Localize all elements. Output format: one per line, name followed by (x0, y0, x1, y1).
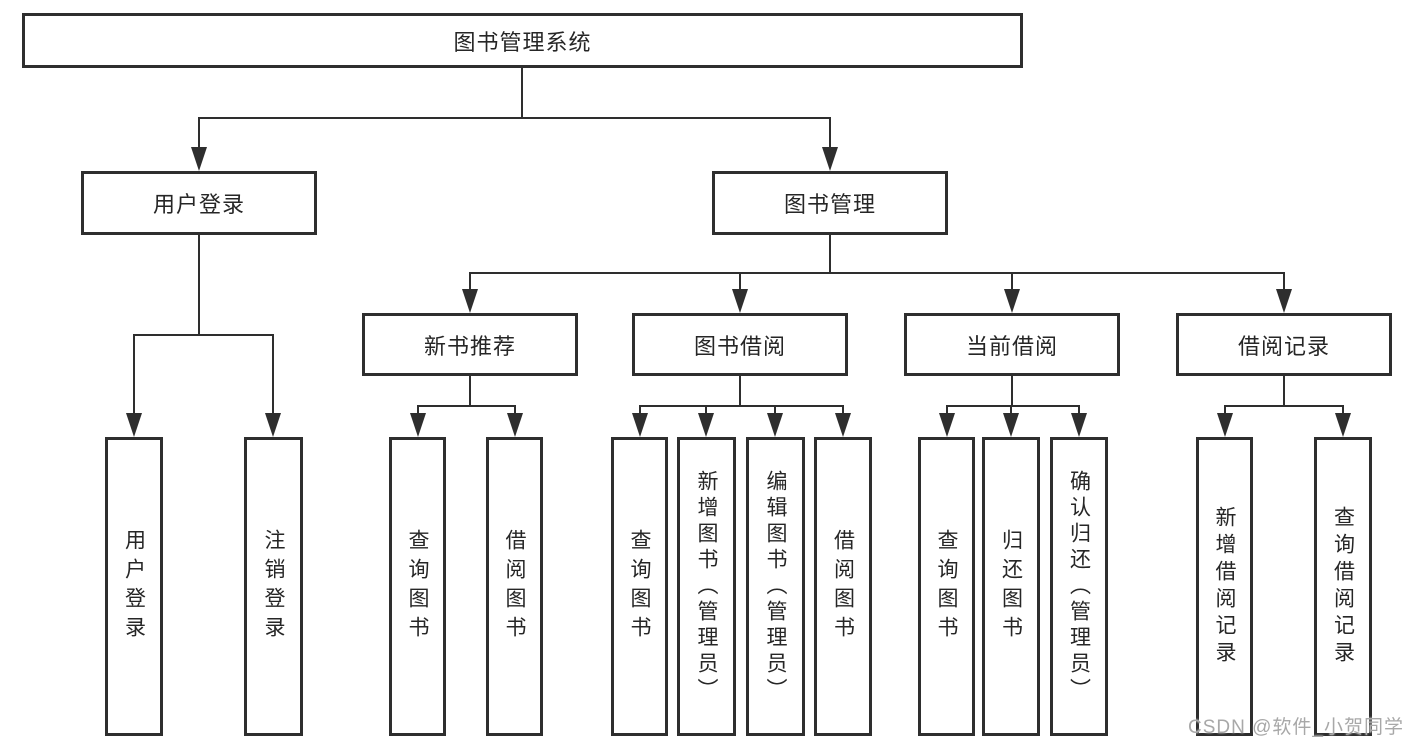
connector-line (774, 405, 776, 416)
arrow-down-icon (767, 413, 783, 437)
connector-line (1078, 405, 1080, 416)
node-root: 图书管理系统 (22, 13, 1023, 68)
connector-line (469, 376, 471, 407)
connector-line (842, 405, 844, 416)
node-book-borrow: 图书借阅 (632, 313, 848, 376)
connector-line (1010, 405, 1012, 416)
connector-line (739, 376, 741, 407)
connector-line (417, 405, 419, 416)
arrow-down-icon (1276, 289, 1292, 313)
leaf-return-book: 归还图书 (982, 437, 1040, 736)
connector-line (417, 405, 515, 407)
connector-line (946, 405, 1079, 407)
leaf-user-login: 用户登录 (105, 437, 163, 736)
watermark: CSDN @软件_小贺同学 (1188, 717, 1404, 738)
connector-line (1283, 272, 1285, 292)
arrow-down-icon (507, 413, 523, 437)
connector-line (1224, 405, 1343, 407)
connector-line (639, 405, 843, 407)
node-user-login: 用户登录 (81, 171, 317, 235)
arrow-down-icon (462, 289, 478, 313)
arrow-down-icon (732, 289, 748, 313)
node-book-management: 图书管理 (712, 171, 948, 235)
connector-line (1342, 405, 1344, 416)
connector-line (272, 334, 274, 416)
connector-line (639, 405, 641, 416)
node-current-borrow: 当前借阅 (904, 313, 1120, 376)
connector-line (739, 272, 741, 292)
connector-line (198, 235, 200, 335)
arrow-down-icon (1071, 413, 1087, 437)
arrow-down-icon (410, 413, 426, 437)
node-new-book-recommend: 新书推荐 (362, 313, 578, 376)
connector-line (1224, 405, 1226, 416)
arrow-down-icon (191, 147, 207, 171)
connector-line (705, 405, 707, 416)
arrow-down-icon (939, 413, 955, 437)
arrow-down-icon (126, 413, 142, 437)
connector-line (829, 235, 831, 274)
arrow-down-icon (265, 413, 281, 437)
connector-line (946, 405, 948, 416)
connector-line (1011, 376, 1013, 407)
node-borrow-records: 借阅记录 (1176, 313, 1392, 376)
leaf-add-borrow-record: 新增借阅记录 (1196, 437, 1253, 736)
connector-line (514, 405, 516, 416)
connector-line (521, 68, 523, 118)
connector-line (829, 117, 831, 150)
arrow-down-icon (1335, 413, 1351, 437)
connector-line (133, 334, 273, 336)
arrow-down-icon (632, 413, 648, 437)
connector-line (1283, 376, 1285, 407)
leaf-add-book-admin: 新增图书（管理员） (677, 437, 736, 736)
leaf-borrow-books-2: 借阅图书 (814, 437, 872, 736)
arrow-down-icon (1217, 413, 1233, 437)
arrow-down-icon (835, 413, 851, 437)
arrow-down-icon (1004, 289, 1020, 313)
connector-line (469, 272, 1284, 274)
arrow-down-icon (698, 413, 714, 437)
leaf-query-books-2: 查询图书 (611, 437, 668, 736)
connector-line (1011, 272, 1013, 292)
connector-line (198, 117, 831, 119)
connector-line (469, 272, 471, 292)
leaf-borrow-books-1: 借阅图书 (486, 437, 543, 736)
arrow-down-icon (822, 147, 838, 171)
connector-line (133, 334, 135, 416)
leaf-query-borrow-record: 查询借阅记录 (1314, 437, 1372, 736)
leaf-edit-book-admin: 编辑图书（管理员） (746, 437, 805, 736)
arrow-down-icon (1003, 413, 1019, 437)
leaf-confirm-return-admin: 确认归还（管理员） (1050, 437, 1108, 736)
connector-line (198, 117, 200, 150)
leaf-query-books-1: 查询图书 (389, 437, 446, 736)
leaf-logout: 注销登录 (244, 437, 303, 736)
leaf-query-books-3: 查询图书 (918, 437, 975, 736)
